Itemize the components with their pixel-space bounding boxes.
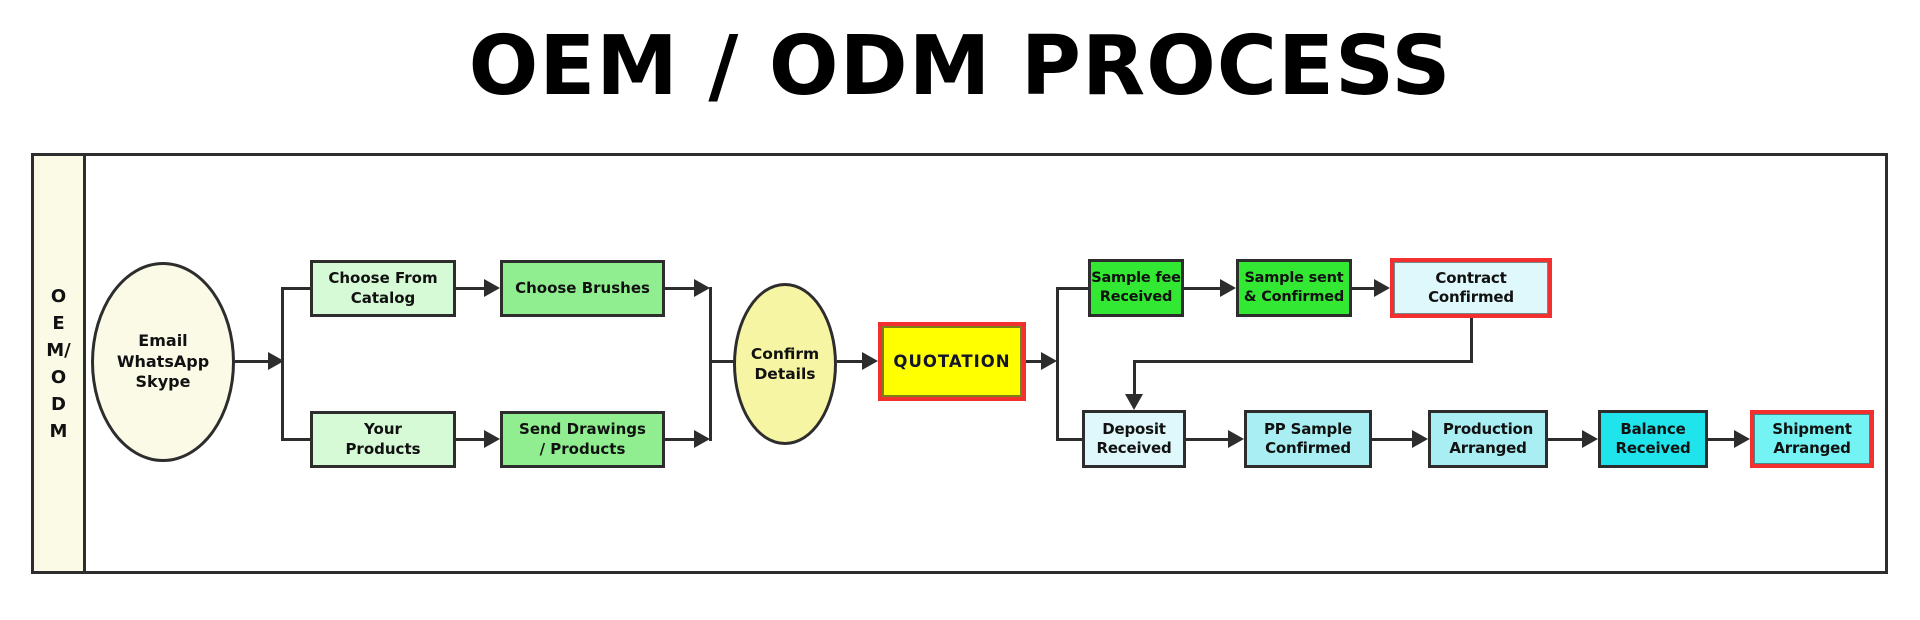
arrowhead-right-icon	[1374, 279, 1390, 297]
node-contract-confirmed: Contract Confirmed	[1390, 258, 1552, 318]
arrowhead-right-icon	[1412, 430, 1428, 448]
connector-line	[711, 360, 735, 363]
connector-line	[1133, 360, 1136, 394]
connector-line	[1548, 438, 1582, 441]
arrowhead-right-icon	[268, 352, 284, 370]
connector-line	[283, 438, 310, 441]
connector-line	[1372, 438, 1412, 441]
connector-line	[283, 287, 310, 290]
connector-line	[1026, 360, 1042, 363]
connector-line	[1058, 438, 1082, 441]
connector-line	[1058, 287, 1088, 290]
arrowhead-right-icon	[1228, 430, 1244, 448]
arrowhead-right-icon	[484, 279, 500, 297]
connector-line	[1184, 287, 1220, 290]
arrowhead-right-icon	[1220, 279, 1236, 297]
connector-line	[1056, 287, 1059, 441]
node-choose-from-catalog: Choose From Catalog	[310, 260, 456, 317]
connector-line	[1708, 438, 1734, 441]
node-start-contact: Email WhatsApp Skype	[91, 262, 235, 462]
page-title: OEM / ODM PROCESS	[468, 19, 1452, 114]
sidebar: O E M/ O D M	[31, 153, 86, 574]
node-send-drawings: Send Drawings / Products	[500, 411, 665, 468]
connector-line	[456, 287, 484, 290]
connector-line	[281, 287, 284, 441]
connector-line	[1133, 360, 1473, 363]
arrowhead-right-icon	[1582, 430, 1598, 448]
node-pp-sample-confirmed: PP Sample Confirmed	[1244, 410, 1372, 468]
arrowhead-right-icon	[1734, 430, 1750, 448]
arrowhead-right-icon	[1041, 352, 1057, 370]
node-sample-sent-confirmed: Sample sent & Confirmed	[1236, 259, 1352, 317]
node-production-arranged: Production Arranged	[1428, 410, 1548, 468]
node-confirm-details: Confirm Details	[733, 283, 837, 445]
arrowhead-right-icon	[862, 352, 878, 370]
connector-line	[1470, 318, 1473, 362]
connector-line	[709, 287, 712, 441]
node-choose-brushes: Choose Brushes	[500, 260, 665, 317]
node-balance-received: Balance Received	[1598, 410, 1708, 468]
arrowhead-down-icon	[1125, 394, 1143, 410]
connector-line	[1186, 438, 1228, 441]
connector-line	[665, 438, 694, 441]
node-sample-fee-received: Sample fee Received	[1088, 259, 1184, 317]
arrowhead-right-icon	[694, 279, 710, 297]
node-quotation: QUOTATION	[878, 322, 1026, 401]
node-deposit-received: Deposit Received	[1082, 410, 1186, 468]
node-shipment-arranged: Shipment Arranged	[1750, 410, 1874, 468]
connector-line	[456, 438, 484, 441]
sidebar-label: O E M/ O D M	[46, 285, 71, 442]
connector-line	[1352, 287, 1374, 290]
connector-line	[665, 287, 694, 290]
arrowhead-right-icon	[694, 430, 710, 448]
connector-line	[837, 360, 862, 363]
arrowhead-right-icon	[484, 430, 500, 448]
node-your-products: Your Products	[310, 411, 456, 468]
connector-line	[235, 360, 269, 363]
